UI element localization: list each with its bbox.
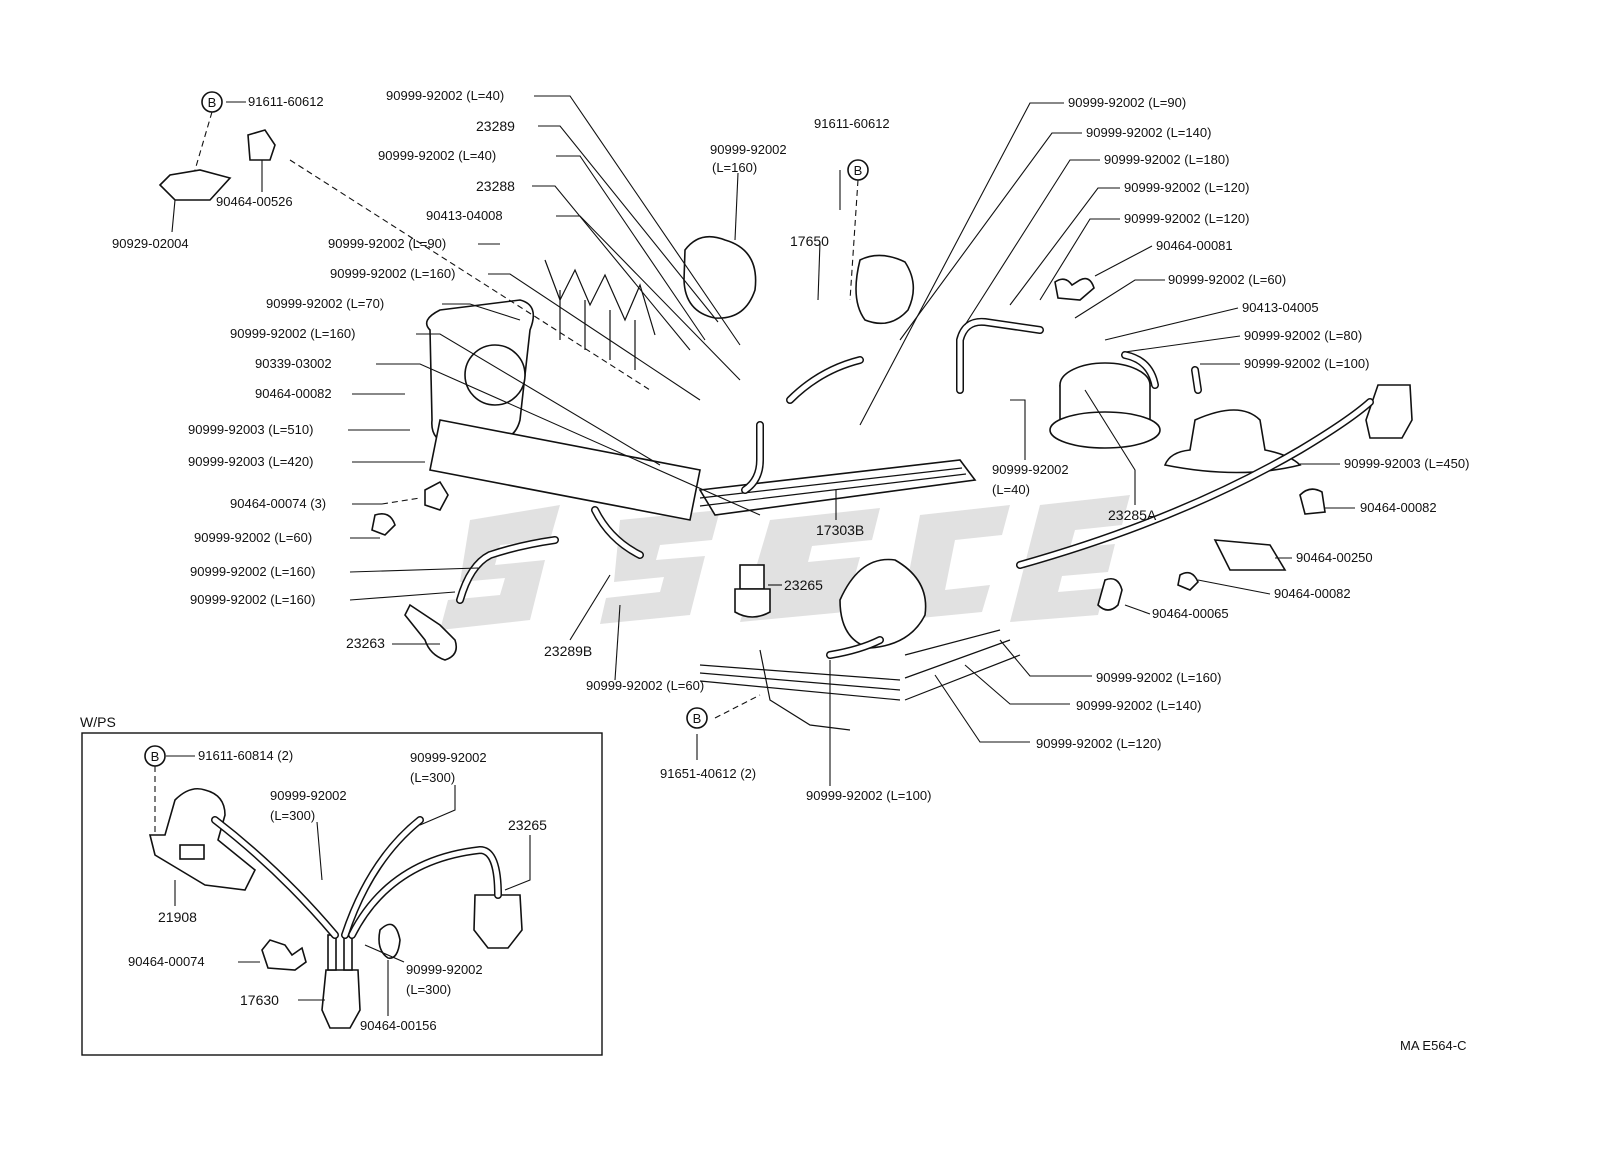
b-marker-letter: B: [151, 749, 160, 764]
label-90464-00081: 90464-00081: [1156, 238, 1233, 253]
label-hose-L160-top-2: (L=160): [712, 160, 757, 175]
label-hose-L120-b: 90999-92002 (L=120): [1124, 211, 1249, 226]
b-marker-letter: B: [208, 95, 217, 110]
label-hose-L120-c: 90999-92002 (L=120): [1036, 736, 1161, 751]
label-wps-hose-c-2: (L=300): [406, 982, 451, 997]
label-90464-00082-c: 90464-00082: [1274, 586, 1351, 601]
b-marker-3: B: [686, 707, 708, 729]
b-marker-1: B: [201, 91, 223, 113]
label-90464-00065: 90464-00065: [1152, 606, 1229, 621]
b-marker-4: B: [144, 745, 166, 767]
label-21908: 21908: [158, 909, 197, 925]
label-wps-hose-c-1: 90999-92002: [406, 962, 483, 977]
label-wps-23265: 23265: [508, 817, 547, 833]
label-23289B: 23289B: [544, 643, 592, 659]
label-hose3-L420: 90999-92003 (L=420): [188, 454, 313, 469]
label-wps-hose-b-1: 90999-92002: [410, 750, 487, 765]
label-hose-L60-a: 90999-92002 (L=60): [194, 530, 312, 545]
label-hose-L180: 90999-92002 (L=180): [1104, 152, 1229, 167]
part-labels: 91611-60612 90464-00526 90929-02004 9099…: [112, 88, 1469, 803]
label-17303B: 17303B: [816, 522, 864, 538]
label-90464-00526: 90464-00526: [216, 194, 293, 209]
label-91651-40612: 91651-40612 (2): [660, 766, 756, 781]
label-23288: 23288: [476, 178, 515, 194]
diagram-code: MA E564-C: [1400, 1038, 1466, 1053]
label-hose-L40-a: 90999-92002 (L=40): [386, 88, 504, 103]
b-marker-letter: B: [693, 711, 702, 726]
label-wps-hose-a-2: (L=300): [270, 808, 315, 823]
label-hose-L120-a: 90999-92002 (L=120): [1124, 180, 1249, 195]
label-90413-04008: 90413-04008: [426, 208, 503, 223]
b-marker-letter: B: [854, 163, 863, 178]
label-hose3-L510: 90999-92003 (L=510): [188, 422, 313, 437]
label-90464-00082-a: 90464-00082: [255, 386, 332, 401]
label-90464-00074-3: 90464-00074 (3): [230, 496, 326, 511]
label-hose-L140-a: 90999-92002 (L=140): [1086, 125, 1211, 140]
engine-assembly: [158, 129, 1413, 731]
vacuum-hoses: [456, 317, 1374, 659]
label-90464-00250: 90464-00250: [1296, 550, 1373, 565]
label-23265-a: 23265: [784, 577, 823, 593]
label-hose-L160-a: 90999-92002 (L=160): [330, 266, 455, 281]
label-hose3-L450: 90999-92003 (L=450): [1344, 456, 1469, 471]
label-90339-03002: 90339-03002: [255, 356, 332, 371]
label-hose-L160-top-1: 90999-92002: [710, 142, 787, 157]
label-90929-02004: 90929-02004: [112, 236, 189, 251]
label-hose-L160-c: 90999-92002 (L=160): [190, 564, 315, 579]
label-hose-L100-b: 90999-92002 (L=100): [1244, 356, 1369, 371]
b-marker-2: B: [847, 159, 869, 181]
label-91611-60612-b: 91611-60612: [814, 116, 890, 131]
label-90464-00074: 90464-00074: [128, 954, 205, 969]
label-hose-L140-b: 90999-92002 (L=140): [1076, 698, 1201, 713]
label-hose-L100-a: 90999-92002 (L=100): [806, 788, 931, 803]
label-23285A: 23285A: [1108, 507, 1157, 523]
wps-title: W/PS: [80, 714, 116, 730]
label-hose-L40-c-2: (L=40): [992, 482, 1030, 497]
label-hose-L160-b: 90999-92002 (L=160): [230, 326, 355, 341]
label-90413-04005: 90413-04005: [1242, 300, 1319, 315]
label-hose-L160-d: 90999-92002 (L=160): [190, 592, 315, 607]
watermark-logo: [440, 495, 1130, 630]
label-17630: 17630: [240, 992, 279, 1008]
label-hose-L160-e: 90999-92002 (L=160): [1096, 670, 1221, 685]
label-hose-L80: 90999-92002 (L=80): [1244, 328, 1362, 343]
label-23289: 23289: [476, 118, 515, 134]
label-90464-00156: 90464-00156: [360, 1018, 437, 1033]
label-hose-L60-b: 90999-92002 (L=60): [586, 678, 704, 693]
label-hose-L60-c: 90999-92002 (L=60): [1168, 272, 1286, 287]
label-91611-60612-a: 91611-60612: [248, 94, 324, 109]
label-91611-60814: 91611-60814 (2): [198, 748, 293, 763]
label-hose-L40-b: 90999-92002 (L=40): [378, 148, 496, 163]
label-hose-L90-b: 90999-92002 (L=90): [1068, 95, 1186, 110]
label-23263: 23263: [346, 635, 385, 651]
label-hose-L70: 90999-92002 (L=70): [266, 296, 384, 311]
label-17650: 17650: [790, 233, 829, 249]
wps-inset: W/PS 91611-60814 (2) 90999-92002 (L=300): [80, 714, 603, 1056]
label-hose-L90-a: 90999-92002 (L=90): [328, 236, 446, 251]
label-wps-hose-a-1: 90999-92002: [270, 788, 347, 803]
label-90464-00082-b: 90464-00082: [1360, 500, 1437, 515]
leader-lines: [171, 95, 1355, 786]
label-hose-L40-c-1: 90999-92002: [992, 462, 1069, 477]
label-wps-hose-b-2: (L=300): [410, 770, 455, 785]
